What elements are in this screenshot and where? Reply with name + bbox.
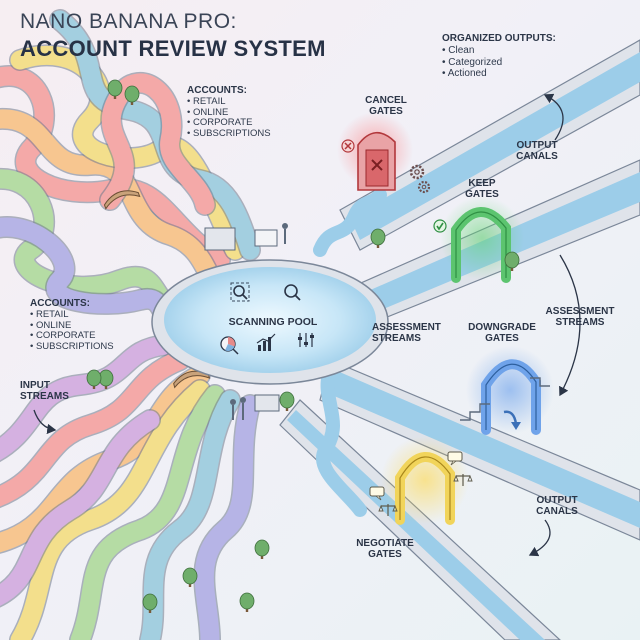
account-item: RETAIL [30,309,114,321]
keep-gate-label: KEEP GATES [465,178,499,200]
output-item: Categorized [442,57,556,69]
input-stream [0,350,190,507]
magnifier-icon [284,284,301,301]
bridge [103,190,141,210]
output-item: Clean [442,45,556,57]
tree [370,228,386,248]
account-item: CORPORATE [187,117,271,129]
magnifier-icon [230,282,250,302]
input-stream [70,385,225,640]
output-canal-top [339,39,640,251]
assessment-streams-right-label: ASSESSMENT STREAMS [545,306,615,328]
title-line-2: ACCOUNT REVIEW SYSTEM [20,36,326,61]
account-item: ONLINE [30,320,114,332]
input-streams [0,9,261,640]
output-item: Actioned [442,68,556,80]
input-stream [100,73,215,215]
output-canals-top-label: OUTPUT CANALS [516,140,558,162]
gear-icon [417,180,431,194]
pie-chart-icon [220,336,239,355]
input-streams-label: INPUT STREAMS [20,380,69,402]
account-item: RETAIL [187,96,271,108]
arrow-input-streams [33,409,57,435]
title-line-1: NANO BANANA PRO: [20,10,237,33]
account-item: CORPORATE [30,330,114,342]
workstation-bottom [230,394,280,420]
gear-icon [409,164,425,180]
bridge [173,370,211,389]
x-icon [341,139,355,153]
sliders-icon [298,333,314,347]
tree [279,391,295,411]
scale-icon [378,504,398,516]
arrow-output-canals-bottom [528,519,551,557]
check-icon [433,219,447,233]
input-stream [0,169,190,322]
output-canals-bottom-label: OUTPUT CANALS [536,495,578,517]
input-stream [0,410,160,606]
input-stream [0,66,230,270]
account-item: ONLINE [187,107,271,119]
scanning-pool-label: SCANNING POOL [228,316,318,328]
accounts-heading: ACCOUNTS: [187,85,247,96]
accounts-list-left: ACCOUNTS: RETAIL ONLINE CORPORATE SUBSCR… [30,298,114,352]
assessment-stream-upper [313,188,387,257]
downgrade-gate-label: DOWNGRADE GATES [468,322,536,344]
tree [239,592,255,612]
tree [124,85,140,105]
downgrade-gate [460,346,554,435]
arrow-output-canals-top [543,93,564,141]
input-stream [10,380,210,640]
arrow-assessment-streams-right [559,254,581,397]
cancel-gate [337,112,431,194]
input-stream [50,10,260,260]
negotiate-gate [369,436,473,525]
assessment-stream-lower [316,363,367,517]
scale-icon [453,474,473,486]
tree [504,251,520,271]
keep-gate [433,196,524,283]
tree [86,369,102,389]
arrow-down-icon [503,410,521,430]
organized-outputs: ORGANIZED OUTPUTS: Clean Categorized Act… [442,33,556,80]
accounts-list-top: ACCOUNTS: RETAIL ONLINE CORPORATE SUBSCR… [187,85,271,139]
trees [86,79,520,613]
tree [142,593,158,613]
speech-bubble-icon [447,451,463,466]
account-item: SUBSCRIPTIONS [187,128,271,140]
tree [107,79,123,99]
tree [182,567,198,587]
input-stream [0,335,175,461]
workstation-top [204,223,288,251]
bar-chart-icon [256,333,276,351]
organized-outputs-heading: ORGANIZED OUTPUTS: [442,33,556,44]
accounts-heading: ACCOUNTS: [30,298,90,309]
speech-bubble-icon [369,486,385,501]
cancel-gate-label: CANCEL GATES [365,95,407,117]
x-icon [371,159,383,171]
negotiate-gate-label: NEGOTIATE GATES [356,538,414,560]
tree [254,539,270,559]
input-stream [194,395,260,640]
account-item: SUBSCRIPTIONS [30,341,114,353]
assessment-streams-mid-label: ASSESSMENT STREAMS [372,322,441,344]
scanning-pool [151,259,389,385]
